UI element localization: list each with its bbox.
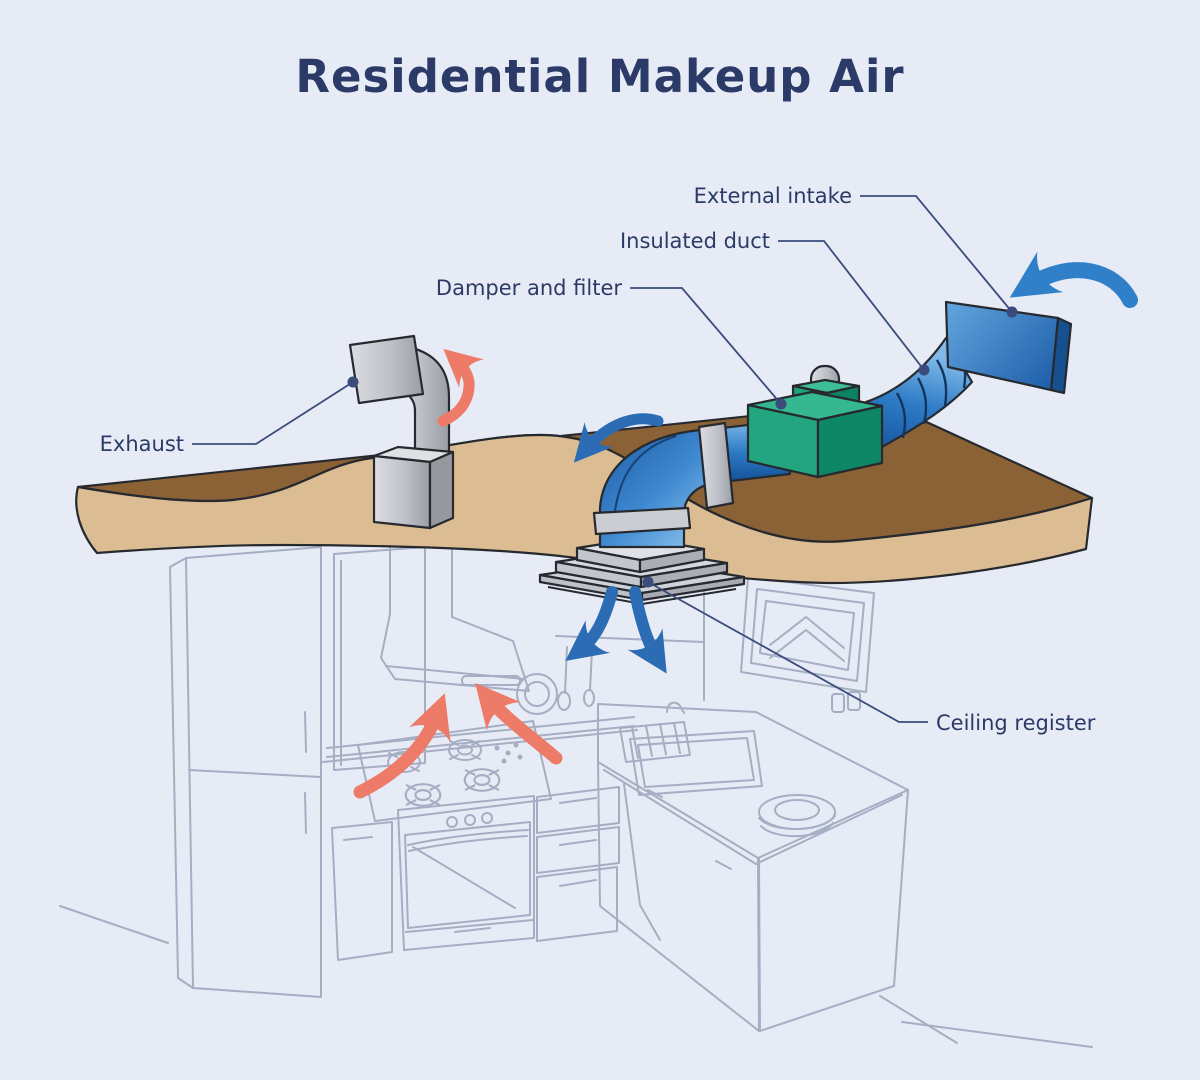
page-title: Residential Makeup Air bbox=[295, 50, 904, 103]
label-insulated-duct: Insulated duct bbox=[620, 229, 770, 253]
floor-lines-sketch bbox=[59, 905, 1093, 1048]
exhaust-duct-assembly bbox=[348, 334, 455, 530]
cooktop-sketch bbox=[322, 716, 638, 822]
stove-air-arrow-left bbox=[353, 693, 451, 799]
callouts: External intake Insulated duct Damper an… bbox=[100, 184, 1096, 735]
airflow-arrows bbox=[353, 251, 1138, 799]
exhaust-box-side bbox=[428, 450, 455, 530]
duct-collar bbox=[697, 421, 735, 510]
duct-ring bbox=[592, 506, 692, 536]
exhaust-cap bbox=[348, 334, 425, 405]
label-external-intake: External intake bbox=[694, 184, 852, 208]
insulated-flex-duct bbox=[864, 336, 974, 450]
intake-air-arrow bbox=[1009, 251, 1138, 308]
register-air-arrow-left bbox=[565, 586, 618, 662]
oven-sketch bbox=[331, 795, 535, 961]
pantry-cabinet-sketch bbox=[333, 546, 426, 771]
external-intake-vent bbox=[944, 300, 1073, 395]
exhaust-air-arrow bbox=[437, 348, 484, 427]
label-exhaust: Exhaust bbox=[100, 432, 184, 456]
island-counter-sketch bbox=[597, 701, 909, 1032]
ceiling-front-face bbox=[75, 433, 1094, 585]
duct-air-arrow bbox=[573, 413, 664, 463]
kitchen-sketch bbox=[59, 526, 1093, 1048]
damper-filter-unit bbox=[746, 364, 884, 479]
label-ceiling-register: Ceiling register bbox=[936, 711, 1096, 735]
wall-window-sketch bbox=[740, 576, 875, 693]
supply-duct-assembly bbox=[592, 300, 1073, 549]
register-air-arrow-right bbox=[627, 586, 667, 674]
exhaust-box-front bbox=[372, 454, 432, 530]
stove-air-arrow-right bbox=[475, 682, 563, 765]
fridge-sketch bbox=[169, 546, 322, 998]
label-damper-filter: Damper and filter bbox=[436, 276, 622, 300]
drawers-sketch bbox=[536, 783, 661, 942]
